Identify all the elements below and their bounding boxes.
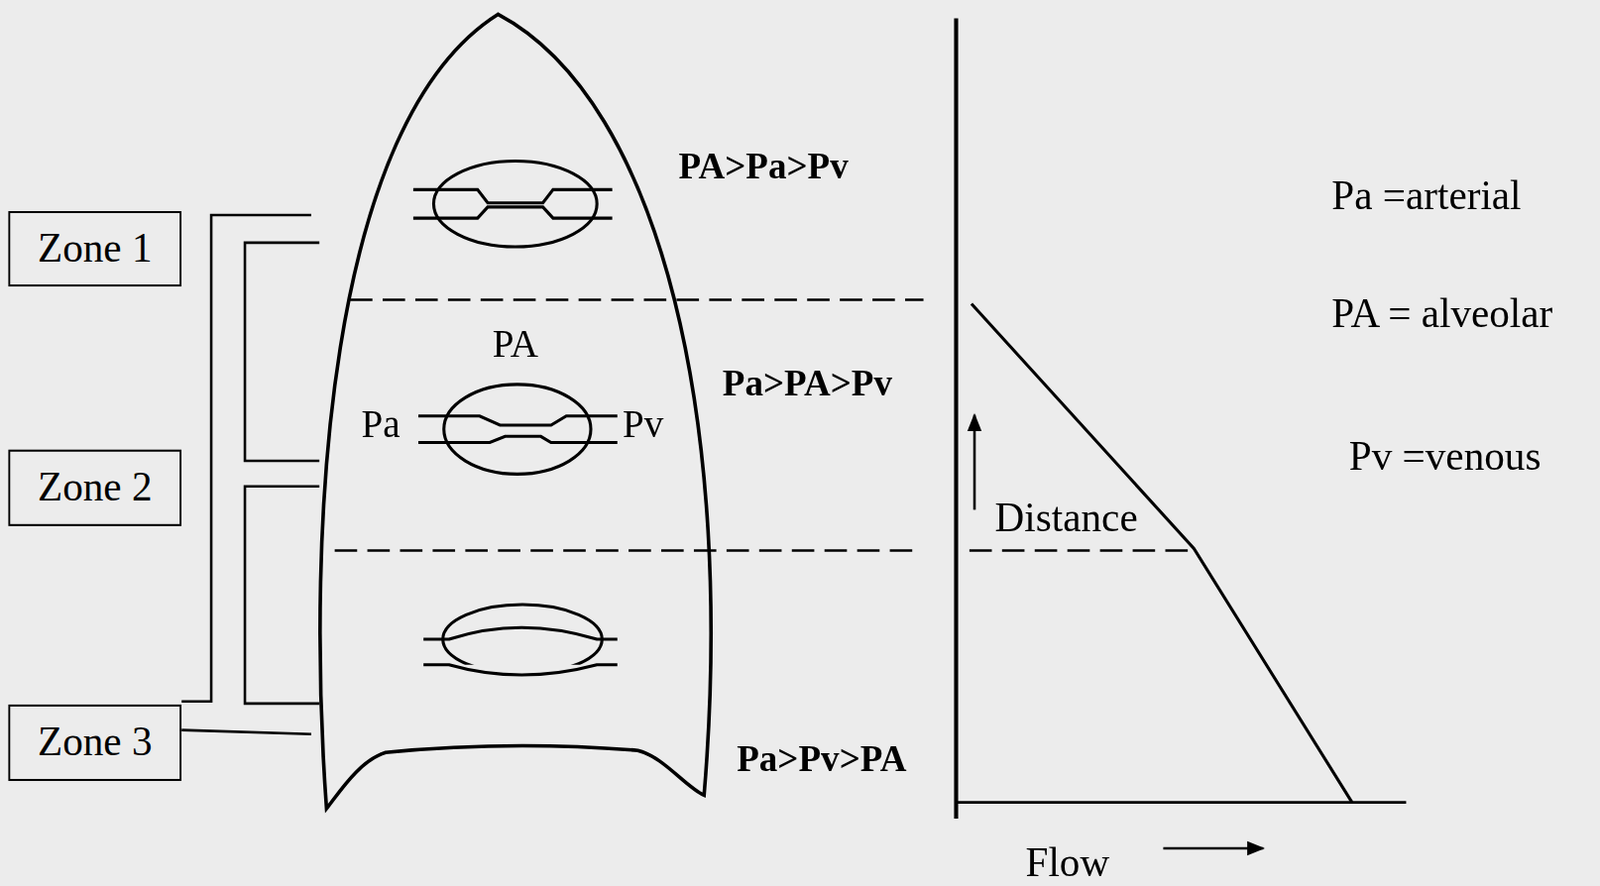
narrowed-capillary <box>418 384 618 475</box>
zone-box: Zone 2 <box>7 449 182 526</box>
zone-label: Zone 2 <box>37 463 152 511</box>
collapsed-capillary <box>413 161 613 247</box>
zone-box: Zone 3 <box>7 703 182 781</box>
zone-divider <box>335 549 915 553</box>
legend-note: Pv =venous <box>1349 433 1542 480</box>
distended-capillary <box>423 604 618 676</box>
pressure-relation: PA>Pa>Pv <box>679 145 849 189</box>
zone-divider <box>969 549 1194 553</box>
pressure-relation: Pa>PA>Pv <box>722 362 893 406</box>
axis-label: Flow <box>1025 839 1110 886</box>
venous-label: Pv <box>622 402 664 448</box>
zone-box: Zone 1 <box>7 211 182 287</box>
legend-note: Pa =arterial <box>1331 172 1521 220</box>
zone-divider <box>349 298 923 302</box>
zone-label: Zone 1 <box>37 225 152 272</box>
pressure-relation: Pa>Pv>PA <box>736 737 907 781</box>
alveolar-label: PA <box>492 322 539 367</box>
legend-note: PA = alveolar <box>1331 290 1553 338</box>
flow-graph <box>955 18 1406 849</box>
zone-label: Zone 3 <box>37 718 152 766</box>
axis-label: Distance <box>995 494 1139 542</box>
lung-outline <box>320 13 711 808</box>
arterial-label: Pa <box>360 402 400 448</box>
zone-bracket <box>181 215 320 735</box>
